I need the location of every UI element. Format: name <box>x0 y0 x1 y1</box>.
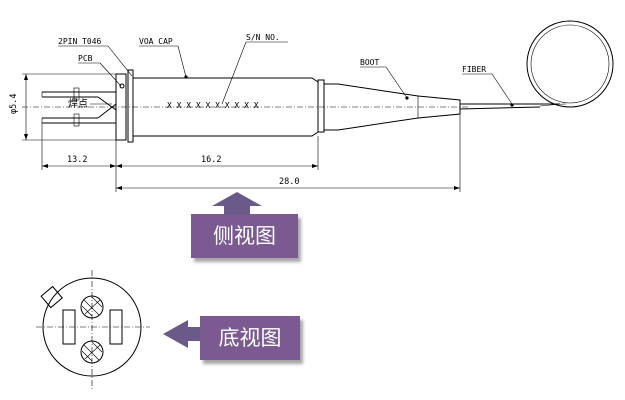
cap-collar <box>317 79 325 133</box>
pcb-plate <box>127 69 134 143</box>
serial-marks: X X X X X X X X X X <box>167 101 259 110</box>
leader-labels: 2PIN T046 PCB VOA CAP S/N NO. BOOT FIBER… <box>58 33 513 110</box>
side-view-callout: 侧视图 <box>191 214 298 258</box>
bottom-view-callout: 底视图 <box>200 316 300 360</box>
dim-overall-length: 28.0 <box>279 177 299 187</box>
pin-bottom <box>80 340 104 364</box>
dim-cap-length: 16.2 <box>201 155 221 165</box>
bottom-view-arrow-icon <box>163 320 202 348</box>
bottom-view <box>36 270 150 390</box>
fiber-coil <box>526 20 614 108</box>
label-solder-point: 焊点 <box>68 98 88 110</box>
side-view: X X X X X X X X X X <box>22 20 614 143</box>
leads <box>41 87 117 127</box>
dimensions: φ5.4 13.2 16.2 28.0 <box>9 73 461 192</box>
dim-diameter: φ5.4 <box>9 94 19 114</box>
label-boot: BOOT <box>360 58 379 67</box>
label-2pin: 2PIN T046 <box>58 37 102 46</box>
orientation-tab <box>40 285 63 309</box>
label-pcb: PCB <box>78 54 93 63</box>
label-fiber: FIBER <box>462 65 486 74</box>
label-sn: S/N NO. <box>246 33 280 42</box>
label-voa-cap: VOA CAP <box>139 37 173 46</box>
dim-lead-length: 13.2 <box>67 155 87 165</box>
side-view-arrow-icon <box>212 192 262 214</box>
